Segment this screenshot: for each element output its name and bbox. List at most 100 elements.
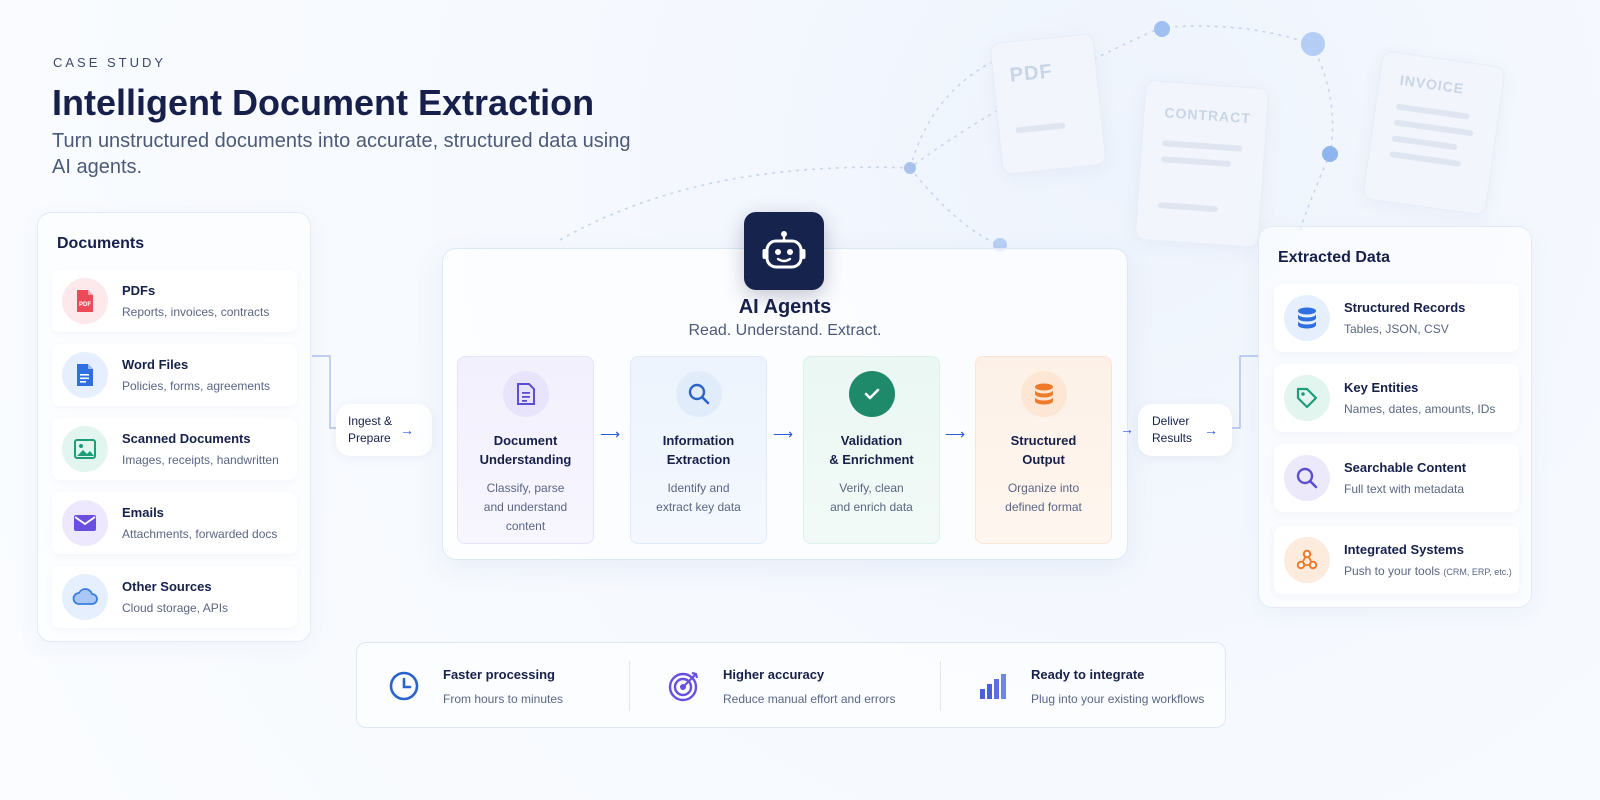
robot-icon <box>744 212 824 290</box>
documents-panel-title: Documents <box>57 235 145 252</box>
output-subtitle: Push to your tools (CRM, ERP, etc.) <box>1344 564 1512 578</box>
clock-icon <box>387 670 421 702</box>
source-card-emails[interactable]: Emails Attachments, forwarded docs <box>52 492 297 554</box>
benefit-title: Faster processing <box>443 666 555 682</box>
step-title-line2: Extraction <box>666 452 731 467</box>
ai-agents-subtitle: Read. Understand. Extract. <box>688 322 882 339</box>
benefit-divider <box>940 661 941 711</box>
output-card-key-entities[interactable]: Key Entities Names, dates, amounts, IDs <box>1274 364 1519 432</box>
deliver-label-line2: Results <box>1152 431 1193 445</box>
arrow-right-icon: → <box>1120 421 1134 437</box>
check-icon <box>848 371 895 417</box>
source-title: Emails <box>122 505 164 520</box>
benefit-higher-accuracy: Higher accuracy Reduce manual effort and… <box>667 643 896 729</box>
step-validation-enrichment[interactable]: Validation & Enrichment Verify, clean and … <box>803 356 940 544</box>
integration-icon <box>1284 537 1330 583</box>
source-subtitle: Attachments, forwarded docs <box>122 527 278 541</box>
source-subtitle: Reports, invoices, contracts <box>122 305 270 319</box>
search-icon <box>1284 455 1330 501</box>
arrow-right-icon: → <box>400 421 415 438</box>
svg-text:PDF: PDF <box>79 302 91 308</box>
extracted-data-panel: Extracted Data Structured Records Tables… <box>1258 226 1532 608</box>
case-study-eyebrow: CASE STUDY <box>53 55 167 70</box>
step-title-line2: & Enrichment <box>829 452 914 467</box>
database-icon <box>1284 295 1330 341</box>
benefit-subtitle: From hours to minutes <box>443 691 564 706</box>
source-subtitle: Policies, forms, agreements <box>122 379 271 393</box>
source-card-scanned-documents[interactable]: Scanned Documents Images, receipts, hand… <box>52 418 297 480</box>
benefit-ready-to-integrate: Ready to integrate Plug into your existi… <box>975 643 1204 729</box>
step-title-line1: Document <box>493 433 558 448</box>
step-desc-line2: defined format <box>1005 500 1082 514</box>
document-scan-icon <box>502 371 549 417</box>
step-desc-line1: Organize into <box>1007 481 1080 495</box>
benefit-divider <box>629 661 630 711</box>
ai-agents-title: AI Agents <box>738 296 832 318</box>
page-title: Intelligent Document Extraction <box>52 82 595 123</box>
database-icon <box>1020 371 1067 417</box>
ingest-label-line1: Ingest & <box>348 414 393 428</box>
output-title: Integrated Systems <box>1344 542 1464 557</box>
output-card-structured-records[interactable]: Structured Records Tables, JSON, CSV <box>1274 284 1519 352</box>
documents-panel: Documents PDF PDFs Reports, invoices, co… <box>37 212 311 642</box>
source-title: PDFs <box>122 283 156 298</box>
step-desc-line1: Classify, parse <box>486 481 565 495</box>
step-desc-line2: and understand <box>483 500 568 514</box>
ingest-prepare-pill: Ingest & Prepare → <box>336 404 432 456</box>
mail-icon <box>62 500 108 546</box>
output-subtitle: Full text with metadata <box>1344 482 1465 496</box>
output-subtitle-small: (CRM, ERP, etc.) <box>1443 567 1512 577</box>
output-title: Searchable Content <box>1344 460 1467 475</box>
benefit-subtitle: Plug into your existing workflows <box>1031 691 1205 706</box>
source-card-other-sources[interactable]: Other Sources Cloud storage, APIs <box>52 566 297 628</box>
output-card-integrated-systems[interactable]: Integrated Systems Push to your tools (C… <box>1274 526 1519 594</box>
bar-chart-icon <box>975 671 1009 701</box>
extracted-data-panel-title: Extracted Data <box>1278 249 1391 266</box>
page-subtitle: Turn unstructured documents into accurat… <box>52 130 631 178</box>
step-desc-line1: Verify, clean <box>839 481 904 495</box>
step-title-line2: Understanding <box>479 452 572 467</box>
step-desc-line2: and enrich data <box>830 500 913 514</box>
source-title: Other Sources <box>122 579 212 594</box>
benefit-faster-processing: Faster processing From hours to minutes <box>387 643 563 729</box>
arrow-right-icon: → <box>1204 421 1219 438</box>
arrow-right-icon: ⟶ <box>773 426 794 442</box>
output-title: Key Entities <box>1344 380 1419 395</box>
source-card-pdfs[interactable]: PDF PDFs Reports, invoices, contracts <box>52 270 297 332</box>
output-card-searchable-content[interactable]: Searchable Content Full text with metada… <box>1274 444 1519 512</box>
step-desc-line1: Identify and <box>667 481 730 495</box>
target-icon <box>667 669 701 703</box>
step-title-line1: Structured <box>1010 433 1077 448</box>
source-subtitle: Cloud storage, APIs <box>122 601 229 615</box>
step-title-line2: Output <box>1022 452 1065 467</box>
source-card-word-files[interactable]: Word Files Policies, forms, agreements <box>52 344 297 406</box>
arrow-right-icon: ⟶ <box>600 426 621 442</box>
deliver-label-line1: Deliver <box>1152 414 1190 428</box>
pdf-icon: PDF <box>62 278 108 324</box>
word-file-icon <box>62 352 108 398</box>
output-subtitle-main: Push to your tools <box>1344 564 1441 578</box>
benefit-title: Higher accuracy <box>723 666 825 682</box>
benefit-title: Ready to integrate <box>1031 666 1145 682</box>
output-subtitle: Names, dates, amounts, IDs <box>1344 402 1496 416</box>
step-title-line1: Validation <box>840 433 903 448</box>
step-title-line1: Information <box>662 433 735 448</box>
ingest-label-line2: Prepare <box>348 431 391 445</box>
output-title: Structured Records <box>1344 300 1466 315</box>
source-subtitle: Images, receipts, handwritten <box>122 453 279 467</box>
cloud-icon <box>62 574 108 620</box>
step-desc-line3: content <box>505 519 546 533</box>
source-title: Scanned Documents <box>122 431 251 446</box>
arrow-right-icon: ⟶ <box>945 426 966 442</box>
tag-icon <box>1284 375 1330 421</box>
source-title: Word Files <box>122 357 189 372</box>
output-subtitle: Tables, JSON, CSV <box>1344 322 1449 336</box>
image-icon <box>62 426 108 472</box>
benefits-bar: Faster processing From hours to minutes … <box>356 642 1226 728</box>
step-desc-line2: extract key data <box>656 500 741 514</box>
search-icon <box>675 371 722 417</box>
